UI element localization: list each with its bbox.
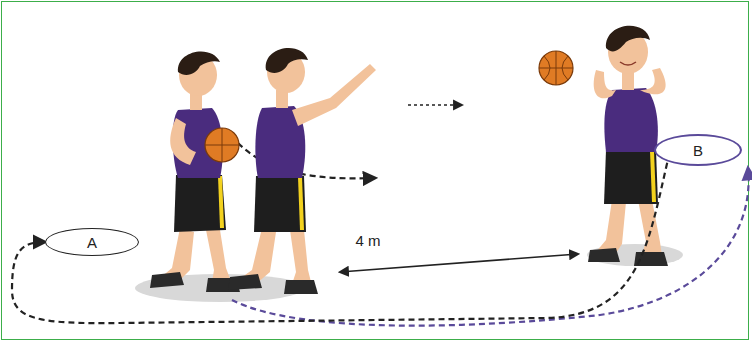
station-letter: B [693, 142, 703, 159]
distance-label: 4 m [352, 232, 383, 249]
station-letter: A [87, 234, 97, 251]
run-path [12, 163, 667, 323]
station-ring: A [45, 228, 139, 256]
station-ring: B [654, 134, 742, 166]
